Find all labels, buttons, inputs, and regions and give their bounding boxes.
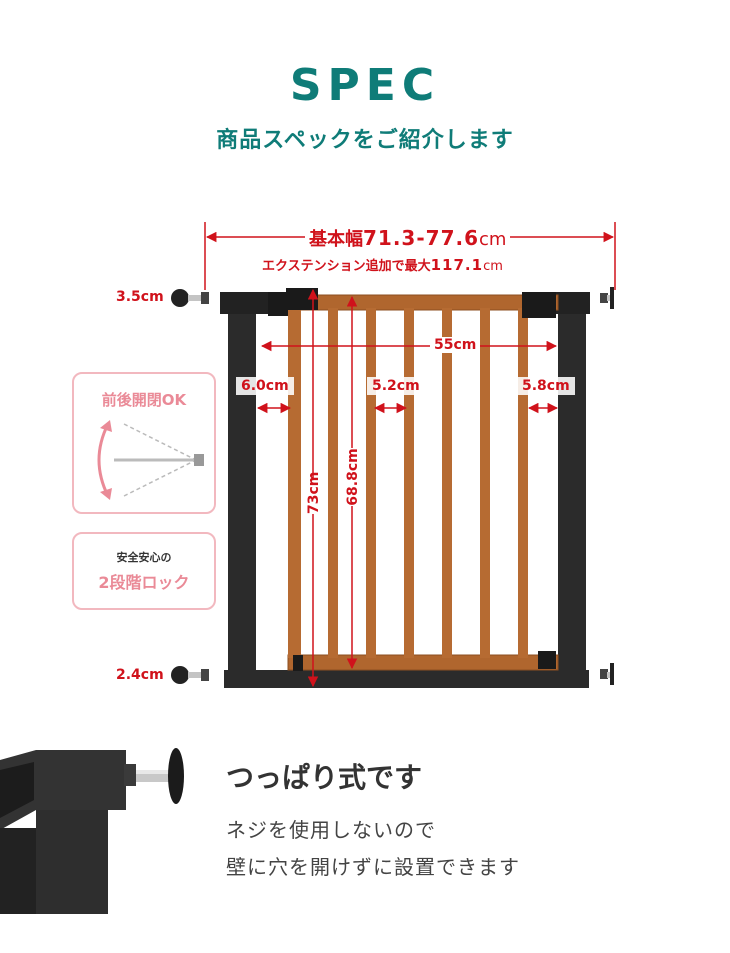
wooden-door xyxy=(287,294,559,671)
extension-unit: cm xyxy=(483,259,503,274)
latch-top-right xyxy=(522,292,556,318)
two-step-lock-subtitle: 安全安心の xyxy=(116,551,172,564)
extension-label: エクステンション追加で最大117.1cm xyxy=(262,255,503,274)
top-left-tension-pad xyxy=(171,289,209,307)
swing-door-icon xyxy=(97,420,204,500)
two-step-lock-box xyxy=(72,532,216,610)
width-prefix: 基本幅 xyxy=(309,229,363,250)
top-right-tension-pad xyxy=(600,287,614,309)
bottom-right-tension-pad xyxy=(600,663,614,685)
page-title: SPEC xyxy=(289,60,441,111)
two-way-open-title: 前後開閉OK xyxy=(101,391,187,409)
feature-line-2: 壁に穴を開けずに設置できます xyxy=(226,855,520,879)
bottom-left-tension-pad xyxy=(171,666,209,684)
door-height-label: 68.8cm xyxy=(345,448,361,506)
frame-top-left-joint xyxy=(220,292,268,314)
width-unit: cm xyxy=(479,229,507,250)
right-gap-label: 5.8cm xyxy=(517,377,575,395)
width-label: 基本幅71.3-77.6cm xyxy=(305,225,511,251)
total-height-label: 73cm xyxy=(306,471,322,514)
left-gap-label: 6.0cm xyxy=(236,377,294,395)
extension-text: エクステンション追加で最大 xyxy=(262,259,431,274)
frame-bottom-bar xyxy=(224,670,589,688)
feature-line-1: ネジを使用しないので xyxy=(226,818,436,842)
frame-right-post xyxy=(558,292,586,670)
extension-value: 117.1 xyxy=(430,256,484,274)
top-spacer-label: 3.5cm xyxy=(116,289,164,305)
hinge-top xyxy=(268,292,288,316)
frame-left-post xyxy=(228,292,256,670)
tension-rod-closeup xyxy=(0,748,184,914)
feature-title: つっぱり式です xyxy=(226,761,423,794)
two-step-lock-title: 2段階ロック xyxy=(98,573,190,592)
page-subtitle: 商品スペックをご紹介します xyxy=(216,128,514,153)
latch-bottom-right xyxy=(538,651,556,669)
hinge-bottom xyxy=(293,655,303,671)
opening-width-label: 55cm xyxy=(430,337,481,353)
bottom-spacer-label: 2.4cm xyxy=(116,667,164,683)
two-way-open-box xyxy=(72,372,216,514)
width-range: 71.3-77.6 xyxy=(363,226,479,250)
bar-gap-label: 5.2cm xyxy=(367,377,425,395)
